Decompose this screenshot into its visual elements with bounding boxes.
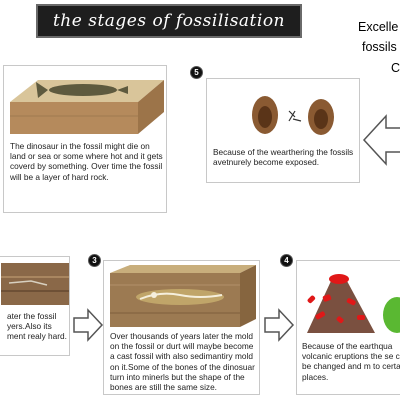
step-badge-4: 4 <box>280 254 293 267</box>
step-badge-5: 5 <box>190 66 203 79</box>
page-title: the stages of fossilisation <box>52 11 286 31</box>
side-text-line-3: C <box>391 61 400 75</box>
cast-fossil-illustration <box>110 265 256 327</box>
stage-panel-5: Because of the wearthering the fossils a… <box>206 78 360 183</box>
side-text-line-1: Excelle <box>358 20 399 34</box>
rock-layers-illustration <box>1 263 69 305</box>
stage-panel-3: Over thousands of years later the mold o… <box>103 260 260 395</box>
arrow-left-icon <box>362 114 400 166</box>
stage-4-text: Because of the earthqua volcanic eruptio… <box>302 341 400 382</box>
stage-panel-2: ater the fossil yers.Also its ment realy… <box>0 256 70 356</box>
arrow-right-icon <box>73 308 104 342</box>
volcano-illustration <box>307 274 400 333</box>
side-text-line-2: fossils <box>362 40 397 54</box>
stage-5-text: Because of the wearthering the fossils a… <box>213 147 354 168</box>
stage-panel-4: Because of the earthqua volcanic eruptio… <box>296 260 400 395</box>
buried-dinosaur-illustration <box>10 80 164 134</box>
step-badge-3: 3 <box>88 254 101 267</box>
stage-3-text: Over thousands of years later the mold o… <box>110 331 255 393</box>
stage-2-text: ater the fossil yers.Also its ment realy… <box>7 311 67 342</box>
stage-1-text: The dinosaur in the fossil might die on … <box>10 141 163 182</box>
exposed-shells-illustration <box>252 96 334 135</box>
arrow-right-icon-2 <box>264 308 295 342</box>
title-banner: the stages of fossilisation <box>36 4 302 38</box>
stage-panel-1: The dinosaur in the fossil might die on … <box>3 65 167 213</box>
